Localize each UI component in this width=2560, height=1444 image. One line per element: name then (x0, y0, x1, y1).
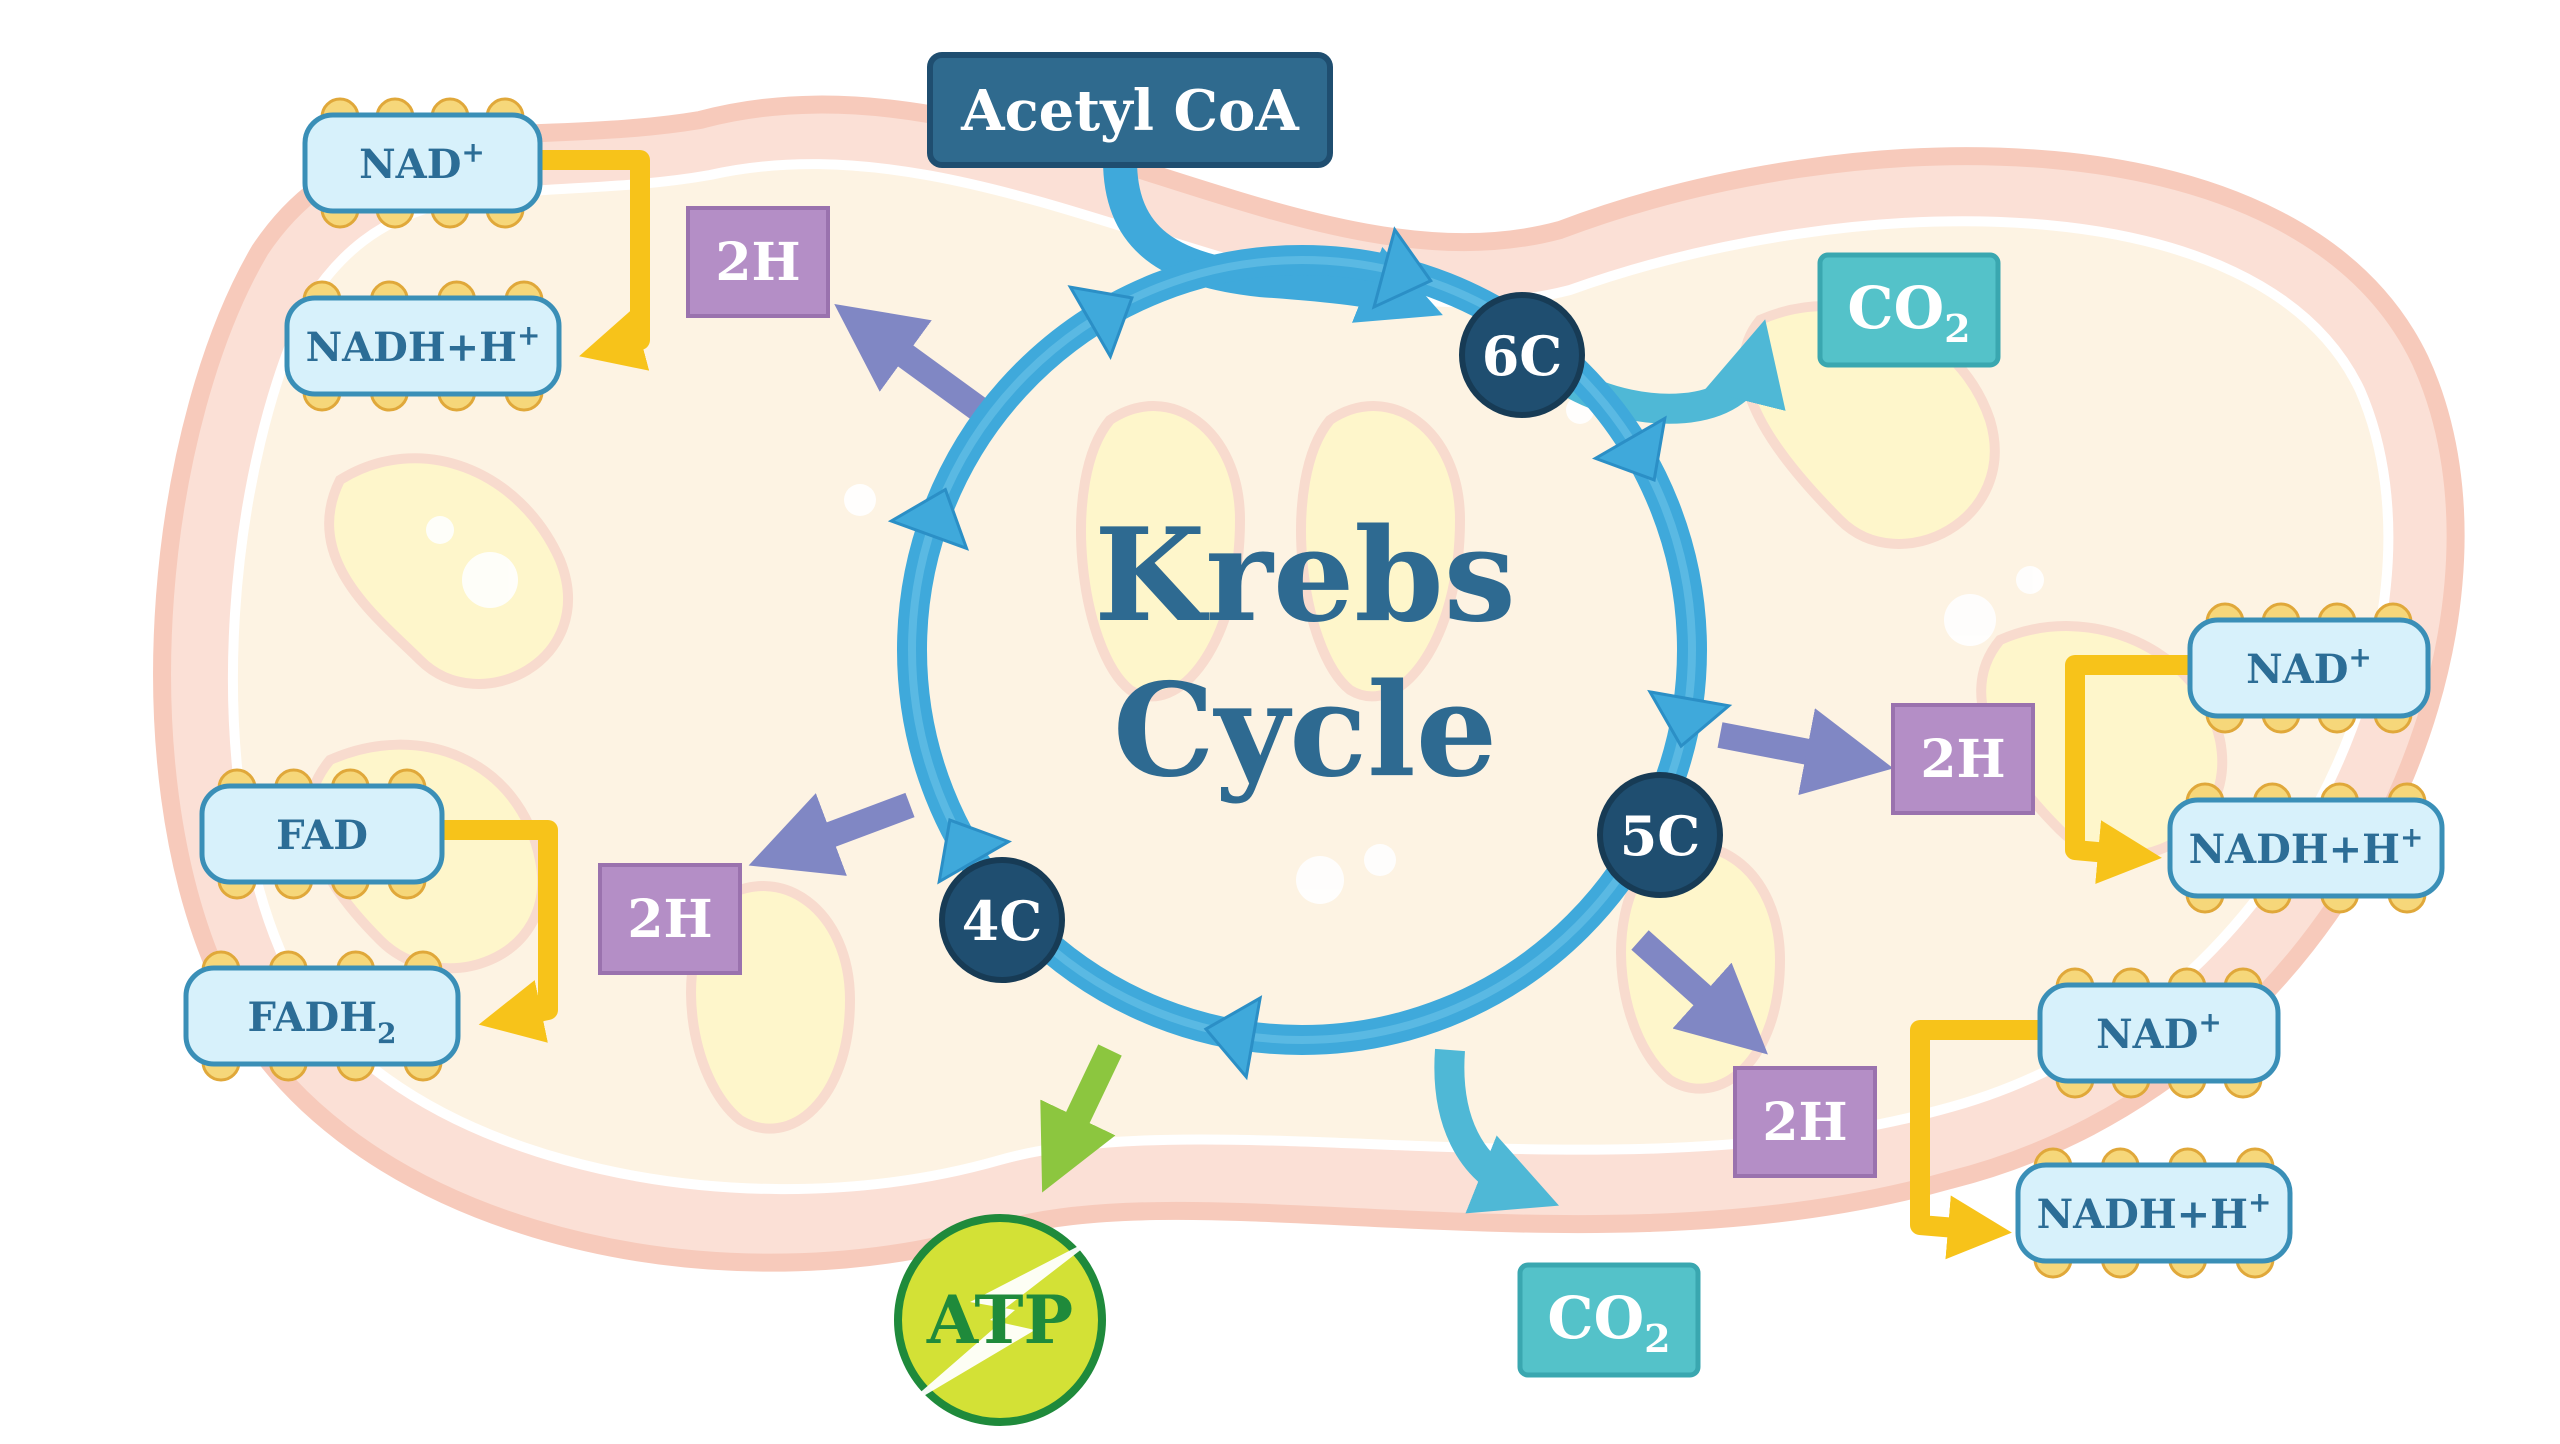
cycle-arrowhead (1203, 995, 1263, 1081)
svg-text:CO2: CO2 (1847, 274, 1970, 351)
carrier-nad-bottom-right: NAD+ (2037, 967, 2281, 1099)
h-box-bottom-right-label: 2H (1762, 1092, 1847, 1153)
svg-text:NAD+: NAD+ (2246, 641, 2372, 693)
node-6c: 6C (1459, 292, 1585, 418)
svg-text:NADH+H+: NADH+H+ (2189, 821, 2424, 873)
carrier-fadh2: FADH2 (183, 950, 461, 1082)
carrier-nadh-top-left: NADH+H+ (284, 280, 562, 412)
matrix-granule (1296, 856, 1344, 904)
matrix-granule (844, 484, 876, 516)
svg-text:CO2: CO2 (1547, 1284, 1670, 1361)
svg-text:NAD+: NAD+ (359, 136, 485, 188)
atp-arrow (1040, 1044, 1122, 1193)
node-5c-label: 5C (1620, 804, 1701, 868)
h-box-right-label: 2H (1920, 729, 2005, 790)
co2-top-chem: CO (1847, 274, 1944, 342)
co2-bottom-sub: 2 (1644, 1316, 1670, 1361)
nad-right-base: NAD (2246, 646, 2348, 693)
node-4c-label: 4C (962, 889, 1043, 953)
node-5c: 5C (1597, 772, 1723, 898)
co2-bottom-chem: CO (1547, 1284, 1644, 1352)
carrier-fad: FAD (199, 768, 445, 900)
h-arrow-top-left (834, 304, 988, 421)
nadh-top-left-sup: + (517, 319, 540, 352)
co2-box-bottom: CO2 (1517, 1262, 1701, 1378)
matrix-granule (1944, 594, 1996, 646)
nad-bottom-right-base: NAD (2096, 1011, 2198, 1058)
crista-fold (324, 453, 573, 689)
carrier-nad-right: NAD+ (2187, 602, 2431, 734)
carrier-nad-top-left: NAD+ (302, 97, 543, 229)
fad-label: FAD (276, 812, 368, 859)
h-box-left-label: 2H (627, 889, 712, 950)
acetyl-coa-box: Acetyl CoA (927, 52, 1333, 168)
fadh2-sub: 2 (377, 1017, 396, 1050)
co2-arrow-bottom (1434, 1048, 1559, 1214)
nadh-bottom-right-base: NADH+H (2037, 1191, 2248, 1238)
svg-text:NADH+H+: NADH+H+ (306, 319, 541, 371)
electron-carriers: NAD+ NADH+H+ FAD FADH2 NAD+ (183, 97, 2445, 1279)
h-box-top-left-label: 2H (715, 232, 800, 293)
cycle-arrowhead (1371, 226, 1434, 310)
title-line-1: Krebs (1094, 501, 1516, 651)
krebs-cycle-ring (887, 226, 1733, 1081)
h-arrow-bottom-right (1631, 930, 1768, 1055)
svg-text:NAD+: NAD+ (2096, 1006, 2222, 1058)
matrix-granule (462, 552, 518, 608)
nadh-right-sup: + (2400, 821, 2423, 854)
atp-badge: ATP (894, 1214, 1106, 1426)
cycle-arrowhead (937, 818, 1013, 885)
carrier-arrow-left (442, 820, 558, 1043)
crista-fold (1076, 401, 1246, 702)
nad-top-left-sup: + (461, 136, 484, 169)
carrier-arrow-right (2065, 655, 2190, 884)
cycle-direction-arrows (887, 226, 1733, 1081)
co2-top-sub: 2 (1944, 306, 1970, 351)
cycle-arrowhead (887, 487, 970, 551)
carrier-arrow-top-left (540, 150, 650, 371)
atp-label: ATP (926, 1281, 1073, 1359)
nad-right-sup: + (2348, 641, 2371, 674)
title-line-2: Cycle (1113, 656, 1497, 806)
nadh-right-base: NADH+H (2189, 826, 2400, 873)
cycle-arrowhead (1647, 689, 1733, 749)
fadh2-base: FADH (247, 994, 377, 1041)
carrier-nadh-right: NADH+H+ (2167, 782, 2445, 914)
acetyl-coa-entry-arrow (1103, 159, 1443, 323)
carrier-nadh-bottom-right: NADH+H+ (2015, 1147, 2293, 1279)
carrier-arrow-bottom-right (1910, 1020, 2040, 1260)
svg-text:NADH+H+: NADH+H+ (2037, 1186, 2272, 1238)
node-6c-label: 6C (1482, 324, 1563, 388)
h-box-left: 2H (598, 863, 742, 975)
matrix-granule (2016, 566, 2044, 594)
h-arrow-left (748, 792, 915, 876)
matrix-granule (426, 516, 454, 544)
cycle-arrowhead (1067, 285, 1134, 361)
nad-top-left-base: NAD (359, 141, 461, 188)
h-arrow-right (1717, 708, 1894, 796)
h-box-bottom-right: 2H (1733, 1066, 1877, 1178)
nadh-bottom-right-sup: + (2248, 1186, 2271, 1219)
nad-bottom-right-sup: + (2198, 1006, 2221, 1039)
h-box-top-left: 2H (686, 206, 830, 318)
svg-text:FADH2: FADH2 (247, 994, 396, 1050)
node-4c: 4C (939, 857, 1065, 983)
cycle-ring-highlight (908, 256, 1696, 1044)
carrier-arrows (442, 150, 2190, 1260)
cycle-arrowhead (1591, 415, 1667, 482)
matrix-granule (1364, 844, 1396, 876)
co2-box-top: CO2 (1817, 252, 2001, 368)
h-box-right: 2H (1891, 703, 2035, 815)
crista-fold (1296, 401, 1466, 702)
acetyl-coa-label: Acetyl CoA (960, 78, 1300, 144)
nadh-top-left-base: NADH+H (306, 324, 517, 371)
